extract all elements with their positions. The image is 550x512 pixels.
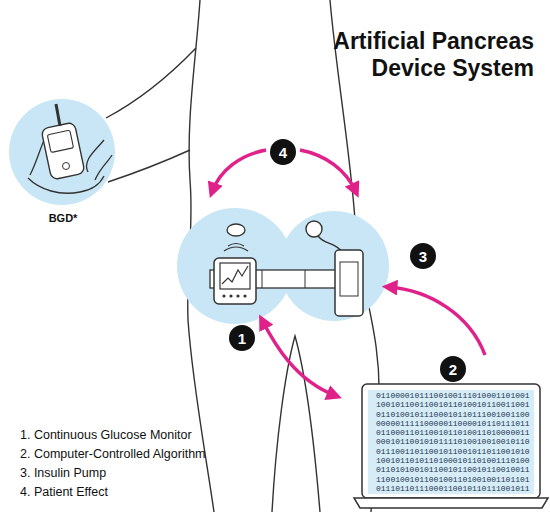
glucose-meter-hand xyxy=(9,99,115,205)
device-belt xyxy=(177,208,389,324)
legend-item: 1. Continuous Glucose Monitor xyxy=(20,428,280,444)
callout-number: 3 xyxy=(410,243,436,269)
pump-arrow xyxy=(388,287,485,355)
legend-item: 4. Patient Effect xyxy=(20,485,280,501)
callout-text: 2 xyxy=(449,362,457,377)
legend-item: 3. Insulin Pump xyxy=(20,466,280,482)
laptop xyxy=(354,384,548,508)
glucose-monitor xyxy=(214,224,256,304)
effect-arrow xyxy=(300,150,356,192)
diagram-title: Artificial Pancreas Device System xyxy=(304,28,534,82)
effect-arrow xyxy=(212,150,266,192)
flow-arrows xyxy=(212,150,485,396)
legend-item: 2. Computer-Controlled Algorithm xyxy=(20,447,280,463)
device-label: BGD* xyxy=(38,212,88,226)
callout-text: 1 xyxy=(238,331,246,346)
callout-number: 4 xyxy=(270,139,296,165)
callout-number: 2 xyxy=(440,356,466,382)
callout-text: 4 xyxy=(279,145,287,160)
callout-text: 3 xyxy=(419,249,427,264)
callout-number: 1 xyxy=(229,325,255,351)
insulin-pump xyxy=(306,221,363,316)
binary-code: 01100001011100100111010001101001 1001011… xyxy=(376,391,534,493)
monitor-arrow xyxy=(262,320,336,396)
